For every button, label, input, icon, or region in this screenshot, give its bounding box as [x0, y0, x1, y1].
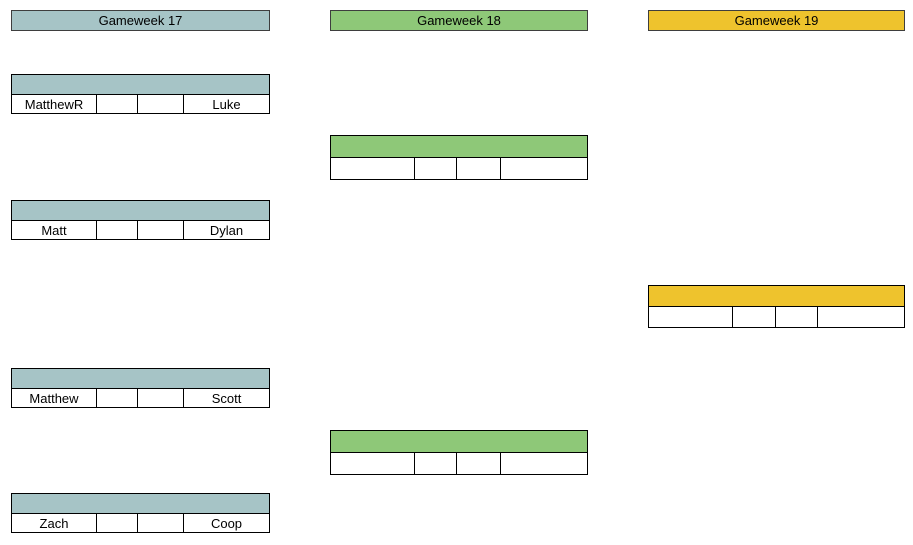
match-box-gw17-4: Zach Coop [11, 493, 270, 533]
match-row: Matt Dylan [12, 221, 269, 239]
away-name-cell [501, 158, 587, 179]
away-name-cell [501, 453, 587, 474]
away-score-cell [457, 453, 501, 474]
away-name-cell: Dylan [209, 222, 244, 238]
home-name-cell: Zach [12, 514, 97, 532]
away-score-cell [138, 389, 184, 407]
away-score-cell [457, 158, 501, 179]
gameweek-19-header: Gameweek 19 [648, 10, 905, 31]
home-name-cell: MatthewR [12, 95, 97, 113]
home-score-cell [97, 389, 138, 407]
match-row: MatthewR Luke [12, 95, 269, 113]
match-box-gw17-3: Matthew Scott [11, 368, 270, 408]
match-box-gw19-1 [648, 285, 905, 328]
match-header-bar [12, 494, 269, 514]
home-score-cell [97, 95, 138, 113]
match-box-gw17-1: MatthewR Luke [11, 74, 270, 114]
away-score-cell [138, 514, 184, 532]
away-score-cell [138, 95, 184, 113]
match-header-bar [331, 431, 587, 453]
match-box-gw18-1 [330, 135, 588, 180]
home-score-cell [733, 307, 776, 327]
home-name-cell [331, 453, 415, 474]
home-name-cell [331, 158, 415, 179]
home-score-cell [97, 514, 138, 532]
home-score-cell [97, 221, 138, 239]
home-name-cell: Matt [12, 221, 97, 239]
home-score-cell [415, 158, 457, 179]
home-name-cell: Matthew [12, 389, 97, 407]
match-row: Matthew Scott [12, 389, 269, 407]
match-header-bar [649, 286, 904, 307]
away-name-cell [818, 307, 904, 327]
home-name-cell [649, 307, 733, 327]
match-header-bar [331, 136, 587, 158]
match-row: Zach Coop [12, 514, 269, 532]
away-name-cell: Scott [211, 390, 242, 406]
away-score-cell [138, 221, 184, 239]
away-name-cell: Coop [210, 515, 243, 531]
gameweek-17-header: Gameweek 17 [11, 10, 270, 31]
match-row [649, 307, 904, 327]
away-name-cell: Luke [212, 96, 241, 112]
match-row [331, 158, 587, 179]
away-score-cell [776, 307, 818, 327]
match-header-bar [12, 201, 269, 221]
gameweek-18-header: Gameweek 18 [330, 10, 588, 31]
match-row [331, 453, 587, 474]
match-box-gw18-2 [330, 430, 588, 475]
match-box-gw17-2: Matt Dylan [11, 200, 270, 240]
home-score-cell [415, 453, 457, 474]
match-header-bar [12, 75, 269, 95]
match-header-bar [12, 369, 269, 389]
